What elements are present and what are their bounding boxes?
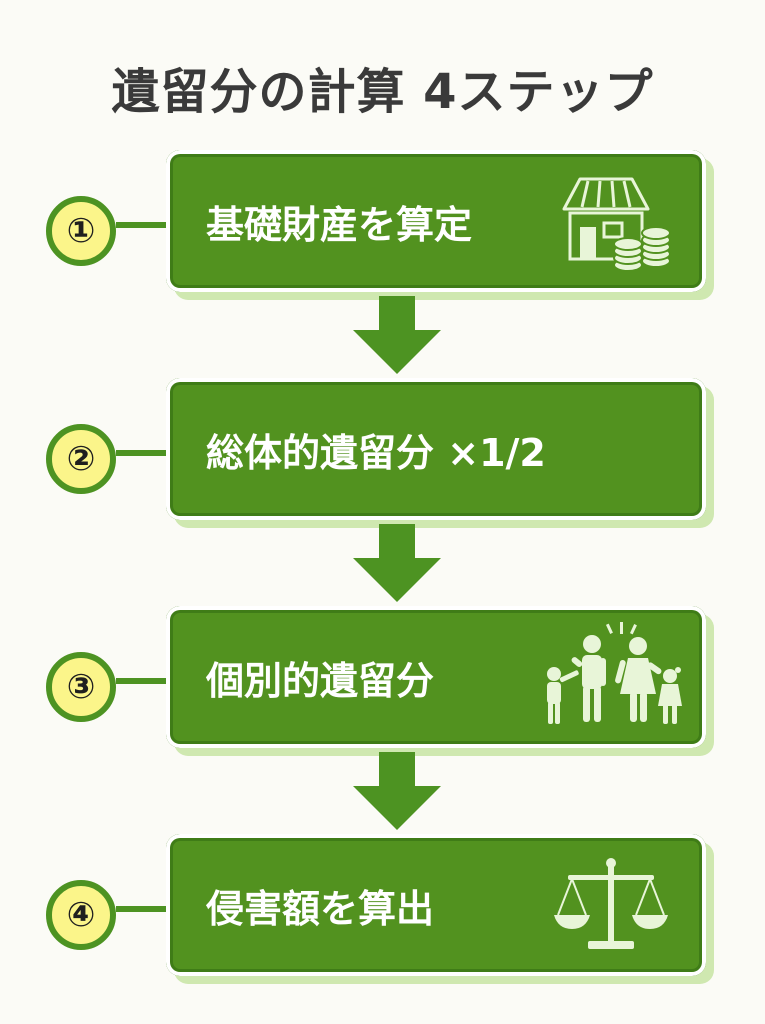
step-4-connector-line xyxy=(116,906,168,912)
step-4: ④ 侵害額を算出 xyxy=(0,834,765,984)
house-and-coins-icon xyxy=(562,177,671,272)
step-3: ③ 個別的遺留分 xyxy=(0,606,765,756)
step-1-label: 基礎財産を算定 xyxy=(206,202,473,247)
step-3-number-badge: ③ xyxy=(46,652,116,722)
step-1-connector-line xyxy=(116,222,168,228)
step-1-number-badge: ① xyxy=(46,196,116,266)
down-arrow-icon xyxy=(353,752,441,830)
step-3-connector-line xyxy=(116,678,168,684)
step-4-box: 侵害額を算出 xyxy=(166,834,706,976)
down-arrow-icon xyxy=(353,524,441,602)
step-3-box: 個別的遺留分 xyxy=(166,606,706,748)
family-icon xyxy=(547,622,682,724)
step-2-connector-line xyxy=(116,450,168,456)
scales-icon xyxy=(554,858,668,949)
step-1: ① 基礎財産を算定 xyxy=(0,150,765,300)
page-title: 遺留分の計算 4ステップ xyxy=(111,64,654,120)
down-arrow-icon xyxy=(353,296,441,374)
step-3-label: 個別的遺留分 xyxy=(206,658,435,703)
step-4-label: 侵害額を算出 xyxy=(206,886,435,931)
step-1-box: 基礎財産を算定 xyxy=(166,150,706,292)
step-4-number-badge: ④ xyxy=(46,880,116,950)
step-2-number-badge: ② xyxy=(46,424,116,494)
step-2-label: 総体的遺留分 ×1/2 xyxy=(206,430,546,475)
step-2-box: 総体的遺留分 ×1/2 xyxy=(166,378,706,520)
step-2: ② 総体的遺留分 ×1/2 xyxy=(0,378,765,528)
